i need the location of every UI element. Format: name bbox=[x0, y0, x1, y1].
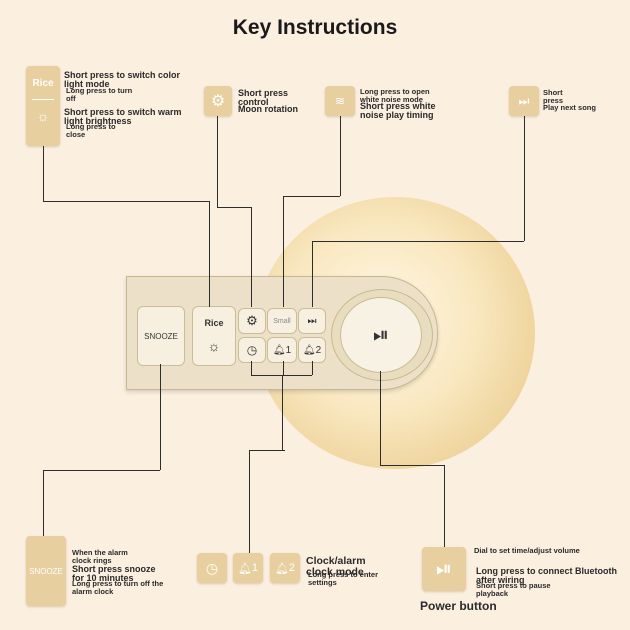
remote-alarm2-button[interactable]: 🔔︎2 bbox=[298, 337, 326, 363]
remote-alarm2-label: 2 bbox=[315, 344, 322, 356]
connector-line bbox=[283, 196, 284, 307]
moon-button-tile: ⚙ bbox=[204, 86, 232, 116]
connector-line bbox=[160, 364, 161, 470]
next-icon: ⏭ bbox=[518, 93, 530, 108]
connector-line bbox=[380, 371, 381, 465]
remote-moon-button[interactable]: ⚙ bbox=[238, 308, 266, 334]
connector-line bbox=[283, 361, 284, 375]
connector-line bbox=[43, 146, 44, 201]
bell-icon: 🔔︎ bbox=[272, 344, 286, 356]
next-play-label: Play next song bbox=[543, 103, 596, 112]
remote-small-label: Small bbox=[273, 317, 291, 325]
clock-mode-label: Clock/alarm clock mode bbox=[306, 555, 366, 579]
connector-line bbox=[444, 465, 445, 547]
connector-line bbox=[340, 116, 341, 196]
connector-line bbox=[312, 361, 313, 375]
next-song-tile: ⏭ bbox=[509, 86, 539, 116]
clock-icon: ◷ bbox=[205, 559, 219, 576]
connector-line bbox=[43, 201, 209, 202]
connector-line bbox=[283, 196, 340, 197]
rice-long-press: Long press to turn off bbox=[66, 86, 133, 103]
connector-line bbox=[282, 375, 283, 450]
white-noise-long-press: Long press to open white noise mode bbox=[360, 87, 430, 104]
remote-alarm1-button[interactable]: 🔔︎1 bbox=[267, 337, 297, 363]
page-title: Key Instructions bbox=[232, 16, 398, 39]
remote-snooze-button[interactable]: SNOOZE bbox=[137, 306, 185, 366]
clock-tile: ◷ bbox=[197, 553, 227, 583]
remote-small-button[interactable]: Small bbox=[267, 308, 297, 334]
connector-line bbox=[251, 207, 252, 307]
connector-line bbox=[209, 201, 210, 307]
alarm1-tile: 🔔︎1 bbox=[233, 553, 263, 583]
play-pause-icon: ⏯ bbox=[436, 557, 452, 580]
power-button-title: Power button bbox=[420, 599, 497, 613]
power-dial-center[interactable]: ⏯ bbox=[340, 297, 422, 373]
power-tile: ⏯ bbox=[422, 547, 466, 591]
gear-icon: ⚙ bbox=[210, 93, 226, 110]
connector-line bbox=[251, 361, 252, 375]
alarm1-label: 1 bbox=[251, 562, 259, 574]
white-noise-tile: ≋ bbox=[325, 86, 355, 116]
remote-rice-button[interactable]: Rice ☼ bbox=[192, 306, 236, 366]
remote-snooze-label: SNOOZE bbox=[144, 331, 178, 341]
connector-line bbox=[217, 207, 251, 208]
remote-next-button[interactable]: ⏭ bbox=[298, 308, 326, 334]
rice-tile-label: Rice bbox=[32, 78, 54, 89]
gear-icon: ⚙ bbox=[246, 313, 258, 328]
bell-icon: 🔔︎ bbox=[274, 562, 289, 575]
connector-line bbox=[43, 470, 160, 471]
remote-clock-button[interactable]: ◷ bbox=[238, 337, 266, 363]
connector-line bbox=[524, 116, 525, 241]
connector-line bbox=[217, 116, 218, 207]
snooze-when: When the alarm clock rings bbox=[72, 548, 128, 565]
bell-icon: 🔔︎ bbox=[302, 344, 316, 356]
connector-line bbox=[380, 465, 444, 466]
sun-icon: ☼ bbox=[36, 108, 50, 124]
sun-icon: ☼ bbox=[207, 338, 221, 354]
rice-short-press: Short press to switch color light mode bbox=[64, 70, 181, 90]
moon-rotation-label: Moon rotation bbox=[238, 104, 298, 114]
moon-short-press: Short press control bbox=[238, 88, 289, 108]
bell-icon: 🔔︎ bbox=[237, 562, 252, 575]
remote-rice-label: Rice bbox=[204, 318, 224, 328]
power-short-press: Short press to pause playback bbox=[476, 581, 551, 598]
wave-icon: ≋ bbox=[334, 94, 346, 108]
connector-line bbox=[249, 450, 285, 451]
remote-alarm1-label: 1 bbox=[285, 344, 292, 356]
white-noise-short-press: Short press white noise play timing bbox=[360, 101, 436, 121]
snooze-long-press: Long press to turn off the alarm clock bbox=[72, 579, 164, 596]
clock-long-press: Long press to enter settings bbox=[308, 570, 379, 587]
brightness-long-press: Long press to close bbox=[66, 122, 116, 139]
power-long-press: Long press to connect Bluetooth after wi… bbox=[476, 566, 617, 586]
next-short-press: Short press bbox=[543, 88, 564, 105]
connector-line bbox=[312, 241, 313, 307]
clock-icon: ◷ bbox=[246, 343, 258, 357]
connector-line bbox=[312, 241, 524, 242]
snooze-short-press: Short press snooze for 10 minutes bbox=[72, 564, 156, 584]
next-icon: ⏭ bbox=[307, 315, 317, 327]
rice-tile: Rice ☼ bbox=[26, 66, 60, 146]
alarm2-tile: 🔔︎2 bbox=[270, 553, 300, 583]
connector-line bbox=[251, 375, 312, 376]
snooze-tile: SNOOZE bbox=[26, 536, 66, 606]
connector-line bbox=[43, 470, 44, 536]
power-dial-label: Dial to set time/adjust volume bbox=[474, 546, 580, 555]
connector-line bbox=[249, 450, 250, 553]
snooze-tile-label: SNOOZE bbox=[29, 566, 63, 576]
brightness-short-press: Short press to switch warm light brightn… bbox=[64, 107, 182, 127]
alarm2-label: 2 bbox=[288, 562, 296, 574]
rice-divider bbox=[32, 99, 54, 100]
play-pause-icon: ⏯ bbox=[373, 323, 389, 346]
